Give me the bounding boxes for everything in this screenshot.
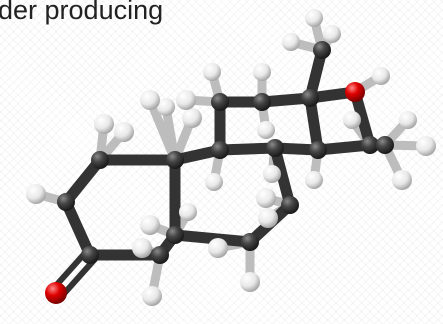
hydrogen-atoms <box>26 9 436 306</box>
oxygen-atoms <box>45 82 365 304</box>
carbon-atoms <box>57 41 394 264</box>
caption-text: der producing <box>0 0 164 25</box>
